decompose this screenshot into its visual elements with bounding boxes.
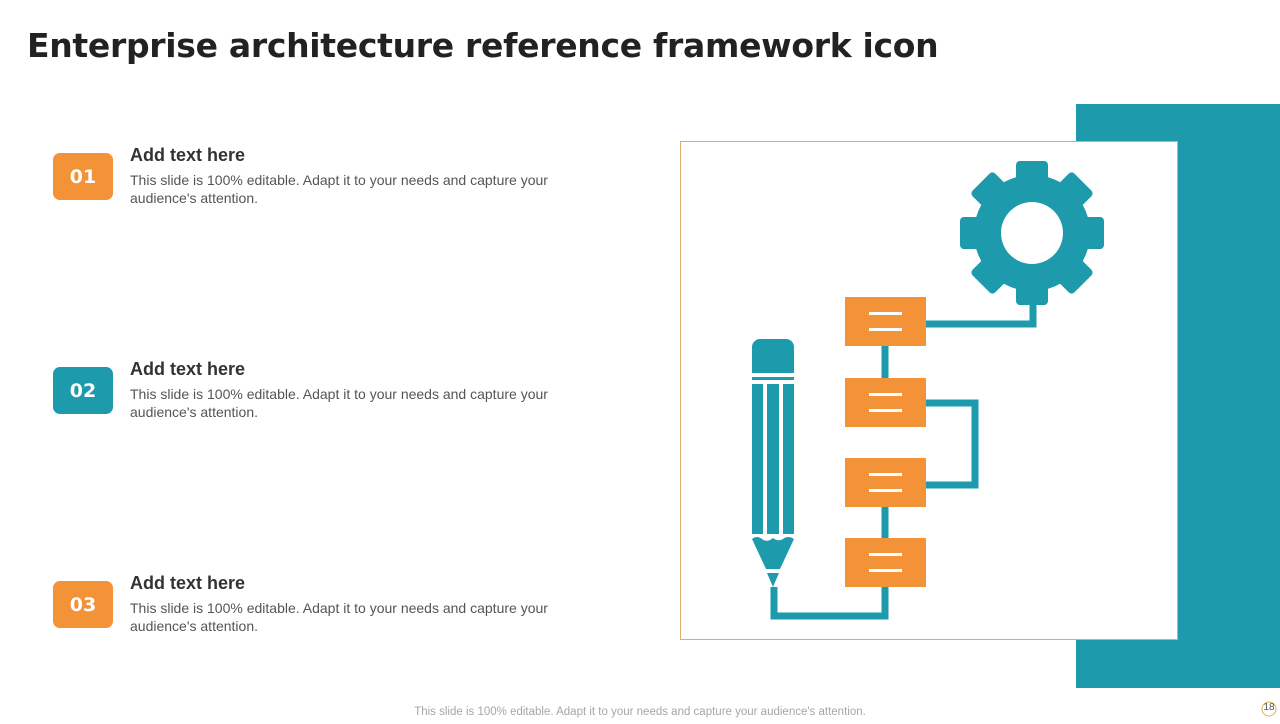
flowchart-box-icon [845, 378, 926, 427]
footer-note: This slide is 100% editable. Adapt it to… [414, 706, 866, 718]
item-heading: Add text here [130, 359, 246, 379]
item-description: This slide is 100% editable. Adapt it to… [130, 172, 548, 206]
list-item-2: 02 Add text here This slide is 100% edit… [53, 354, 593, 424]
item-heading: Add text here [130, 145, 246, 165]
list-item-1: 01 Add text here This slide is 100% edit… [53, 140, 593, 210]
slide-title: Enterprise architecture reference framew… [27, 26, 939, 65]
number-badge: 03 [53, 581, 113, 628]
item-description: This slide is 100% editable. Adapt it to… [130, 386, 548, 420]
page-badge-icon [1261, 701, 1277, 717]
page-number: 18 [1259, 699, 1279, 719]
item-heading: Add text here [130, 573, 246, 593]
pencil-icon [752, 339, 794, 587]
gear-icon [960, 161, 1104, 305]
list-item-3: 03 Add text here This slide is 100% edit… [53, 568, 593, 638]
flowchart-box-icon [845, 458, 926, 507]
page-number-text: 18 [1263, 702, 1275, 713]
flowchart-box-icon [845, 538, 926, 587]
framework-illustration [752, 161, 1104, 620]
item-description: This slide is 100% editable. Adapt it to… [130, 600, 548, 634]
flowchart-box-icon [845, 297, 926, 346]
connector-lines [770, 301, 1037, 620]
flowchart-boxes [845, 297, 926, 587]
connector-gear-to-box1 [926, 301, 1037, 328]
number-badge: 02 [53, 367, 113, 414]
connector-box4-pencil [770, 586, 889, 620]
number-badge: 01 [53, 153, 113, 200]
connector-box2-box3 [926, 399, 979, 489]
